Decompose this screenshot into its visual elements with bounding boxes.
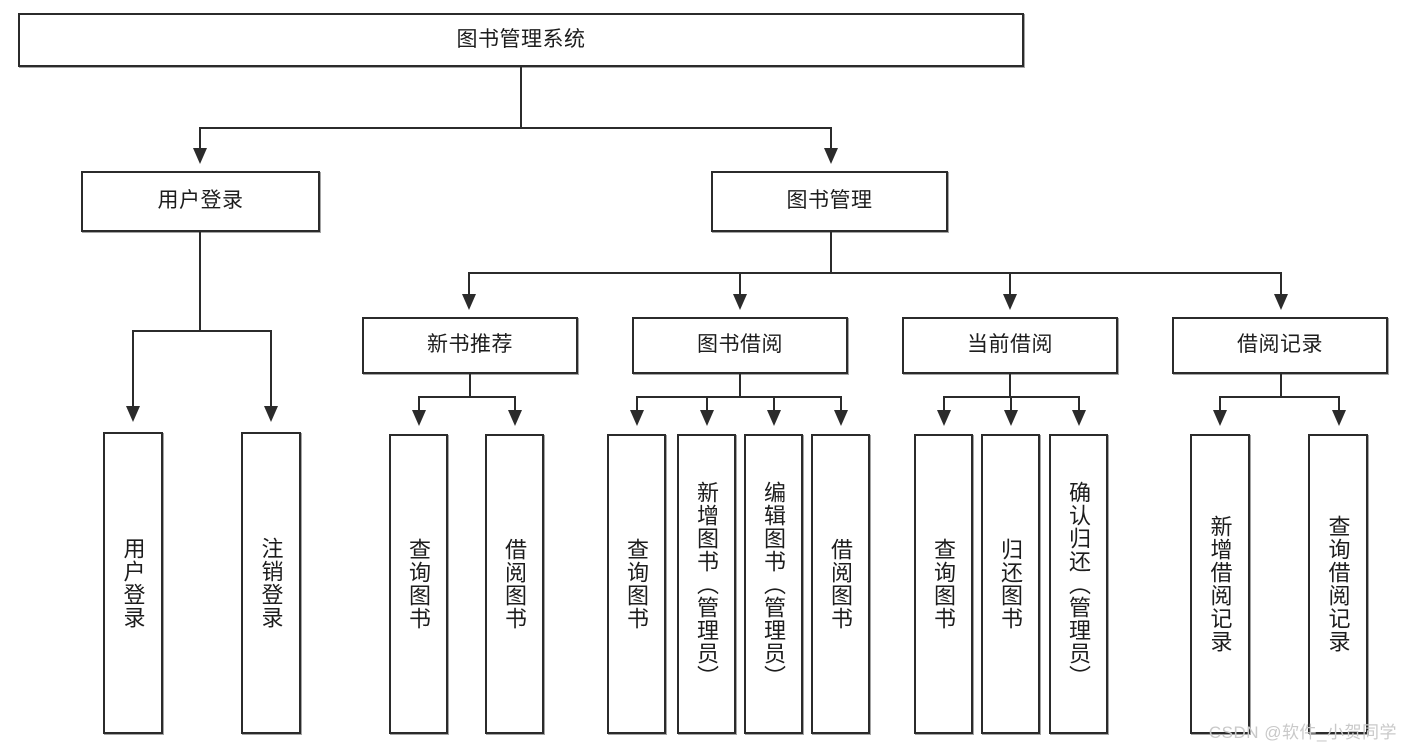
leaf-borrowrecord-add-record[interactable]: 新增借阅记录 xyxy=(1190,434,1250,734)
connector-newbook-to-leaf1 xyxy=(418,396,420,412)
node-label: 当前借阅 xyxy=(967,333,1053,357)
node-label: 图书管理系统 xyxy=(456,27,586,51)
arrow-bookborrow-to-leaf2 xyxy=(700,410,714,426)
leaf-user-login[interactable]: 用户登录 xyxy=(103,432,163,734)
arrow-root-to-bookmgmt xyxy=(824,148,838,164)
arrow-currentborrow-to-leaf2 xyxy=(1004,410,1018,426)
node-label: 图书管理 xyxy=(786,189,873,213)
connector-borrowrecord-to-leaf1 xyxy=(1219,396,1221,412)
node-book-borrow[interactable]: 图书借阅 xyxy=(632,317,848,374)
connector-bookmgmt-to-record xyxy=(1280,272,1282,296)
leaf-currentborrow-confirm-return-admin[interactable]: 确认归还（管理员） xyxy=(1049,434,1108,734)
connector-bookmgmt-to-new xyxy=(468,272,470,296)
connector-currentborrow-to-leaf2 xyxy=(1010,396,1012,412)
arrow-login-to-leaf2 xyxy=(264,406,278,422)
leaf-bookborrow-edit-book-admin[interactable]: 编辑图书（管理员） xyxy=(744,434,803,734)
connector-login-to-leaf2 xyxy=(270,330,272,408)
connector-newbook-to-leaf2 xyxy=(514,396,516,412)
connector-borrowrecord-bus xyxy=(1219,396,1339,398)
node-label: 注销登录 xyxy=(258,537,284,629)
connector-newbook-bus xyxy=(418,396,516,398)
connector-currentborrow-to-leaf3 xyxy=(1078,396,1080,412)
arrow-bookmgmt-to-record xyxy=(1274,294,1288,310)
connector-bookborrow-to-leaf3 xyxy=(773,396,775,412)
arrow-borrowrecord-to-leaf2 xyxy=(1332,410,1346,426)
leaf-newbook-borrow-book[interactable]: 借阅图书 xyxy=(485,434,544,734)
connector-bookborrow-to-leaf1 xyxy=(636,396,638,412)
node-book-management[interactable]: 图书管理 xyxy=(711,171,948,232)
leaf-newbook-query-book[interactable]: 查询图书 xyxy=(389,434,448,734)
node-label: 用户登录 xyxy=(157,189,244,213)
node-label: 借阅图书 xyxy=(502,538,528,630)
connector-root-to-login xyxy=(199,127,201,150)
node-label: 编辑图书（管理员） xyxy=(761,480,787,688)
node-label: 借阅记录 xyxy=(1237,333,1323,357)
connector-bookborrow-to-leaf4 xyxy=(840,396,842,412)
node-label: 查询图书 xyxy=(406,538,432,630)
leaf-currentborrow-query-book[interactable]: 查询图书 xyxy=(914,434,973,734)
connector-newbook-stem xyxy=(469,374,471,398)
node-label: 查询图书 xyxy=(624,538,650,630)
leaf-bookborrow-borrow-book[interactable]: 借阅图书 xyxy=(811,434,870,734)
connector-login-to-leaf1 xyxy=(132,330,134,408)
leaf-bookborrow-add-book-admin[interactable]: 新增图书（管理员） xyxy=(677,434,736,734)
arrow-bookborrow-to-leaf1 xyxy=(630,410,644,426)
connector-bookborrow-bus xyxy=(636,396,841,398)
arrow-bookborrow-to-leaf4 xyxy=(834,410,848,426)
node-label: 用户登录 xyxy=(120,537,146,629)
arrow-login-to-leaf1 xyxy=(126,406,140,422)
arrow-bookborrow-to-leaf3 xyxy=(767,410,781,426)
leaf-borrowrecord-query-record[interactable]: 查询借阅记录 xyxy=(1308,434,1368,734)
connector-bookmgmt-stem xyxy=(830,232,832,274)
node-user-login[interactable]: 用户登录 xyxy=(81,171,320,232)
arrow-newbook-to-leaf2 xyxy=(508,410,522,426)
connector-borrowrecord-to-leaf2 xyxy=(1338,396,1340,412)
arrow-newbook-to-leaf1 xyxy=(412,410,426,426)
arrow-bookmgmt-to-new xyxy=(462,294,476,310)
node-label: 新增图书（管理员） xyxy=(694,480,720,688)
arrow-bookmgmt-to-current xyxy=(1003,294,1017,310)
node-label: 确认归还（管理员） xyxy=(1066,480,1092,688)
node-borrow-record[interactable]: 借阅记录 xyxy=(1172,317,1388,374)
node-label: 查询借阅记录 xyxy=(1325,515,1351,653)
arrow-root-to-login xyxy=(193,148,207,164)
node-label: 借阅图书 xyxy=(828,538,854,630)
arrow-currentborrow-to-leaf3 xyxy=(1072,410,1086,426)
arrow-borrowrecord-to-leaf1 xyxy=(1213,410,1227,426)
connector-borrowrecord-stem xyxy=(1280,374,1282,398)
node-label: 查询图书 xyxy=(931,538,957,630)
connector-currentborrow-stem xyxy=(1009,374,1011,398)
node-label: 新增借阅记录 xyxy=(1207,515,1233,653)
connector-bookmgmt-to-borrow xyxy=(739,272,741,296)
connector-root-stem xyxy=(520,67,522,128)
connector-bookborrow-stem xyxy=(739,374,741,398)
connector-currentborrow-to-leaf1 xyxy=(943,396,945,412)
connector-login-bus xyxy=(132,330,272,332)
arrow-bookmgmt-to-borrow xyxy=(733,294,747,310)
leaf-logout[interactable]: 注销登录 xyxy=(241,432,301,734)
connector-bookborrow-to-leaf2 xyxy=(706,396,708,412)
connector-bookmgmt-to-current xyxy=(1009,272,1011,296)
node-label: 归还图书 xyxy=(998,538,1024,630)
leaf-currentborrow-return-book[interactable]: 归还图书 xyxy=(981,434,1040,734)
node-new-book-recommend[interactable]: 新书推荐 xyxy=(362,317,578,374)
connector-bookmgmt-bus xyxy=(468,272,1280,274)
arrow-currentborrow-to-leaf1 xyxy=(937,410,951,426)
connector-login-stem xyxy=(199,232,201,332)
connector-root-to-bookmgmt xyxy=(830,127,832,150)
node-label: 新书推荐 xyxy=(427,333,513,357)
connector-root-bus xyxy=(199,127,832,129)
node-current-borrow[interactable]: 当前借阅 xyxy=(902,317,1118,374)
node-root-system[interactable]: 图书管理系统 xyxy=(18,13,1024,67)
node-label: 图书借阅 xyxy=(697,333,783,357)
leaf-bookborrow-query-book[interactable]: 查询图书 xyxy=(607,434,666,734)
